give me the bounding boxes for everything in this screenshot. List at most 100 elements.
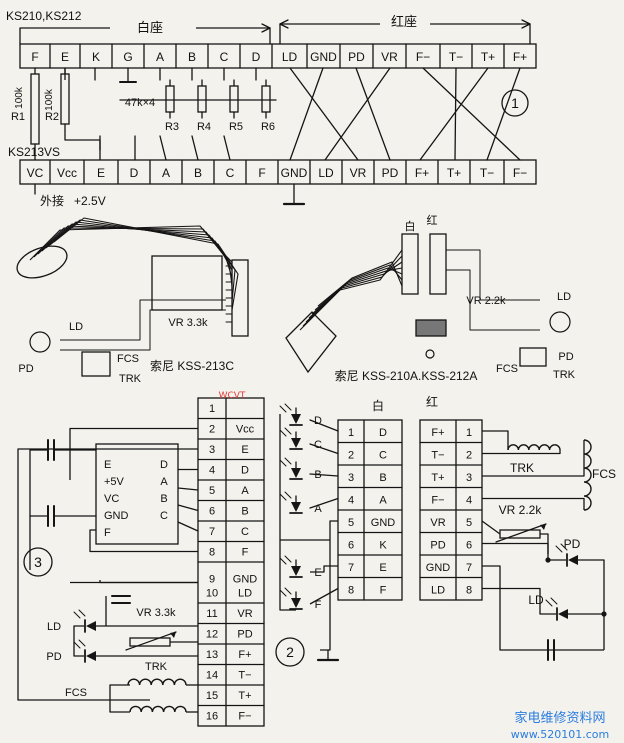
photodiode-c-icon [279, 427, 303, 450]
r5-label: R5 [229, 121, 243, 133]
diode-triangle [558, 609, 568, 619]
flex-ribbon-trace [41, 223, 233, 287]
diode-triangle [291, 414, 301, 424]
wire [481, 520, 501, 535]
pin-bottom-9: LD [318, 166, 334, 180]
photodiode-label-3: A [314, 503, 322, 515]
ld-label-right: LD [557, 291, 571, 303]
r1-label: R1 [11, 111, 25, 123]
cross-wire [355, 67, 391, 161]
pin-mark: WCVT [219, 391, 246, 401]
wire [309, 473, 339, 477]
r2-value: 100k [44, 88, 55, 111]
red-seat-label: 红座 [391, 14, 417, 29]
red-pin-number-2: 2 [466, 450, 472, 462]
vr-arrowhead [540, 524, 546, 530]
pin-number-10: 10 [206, 588, 218, 600]
external-voltage: +2.5V [74, 194, 106, 208]
fcs-label-left: FCS [117, 353, 139, 365]
wire [60, 299, 226, 341]
pin-bottom-15: F− [513, 166, 527, 180]
fcs-coil [129, 705, 187, 713]
cross-wire [419, 67, 489, 161]
light-ray-icon [73, 611, 81, 619]
red-pin-number-4: 4 [466, 495, 472, 507]
wire [482, 450, 561, 455]
pin-top-9: GND [310, 50, 337, 64]
cross-wire [454, 67, 457, 161]
red-seat-bracket [279, 23, 380, 44]
red-pin-label-7: GND [426, 562, 451, 574]
pin-bottom-13: T+ [447, 166, 461, 180]
pin-label-9: GND [233, 574, 258, 586]
pin-label-3: E [241, 444, 248, 456]
ld-diode-icon [73, 609, 96, 633]
red-pin-label-3: T+ [431, 472, 444, 484]
arrow-tip [521, 23, 531, 29]
pin-label-16: F− [238, 711, 251, 723]
light-ray-icon [284, 587, 292, 595]
pin-top-2: K [92, 50, 100, 64]
light-ray-icon [284, 403, 292, 411]
wire [482, 430, 509, 450]
wire [17, 448, 198, 701]
white-pin-number-5: 5 [348, 517, 354, 529]
resistor-r4 [197, 85, 207, 113]
white-pin-number-7: 7 [348, 562, 354, 574]
junction-dot [545, 557, 551, 563]
wire [482, 587, 556, 615]
pin-bottom-1: Vcc [57, 166, 77, 180]
red-pin-label-6: PD [430, 540, 445, 552]
ld-lens [29, 331, 51, 353]
diode-triangle [291, 598, 301, 608]
wire [320, 540, 331, 651]
light-ray-icon [73, 641, 81, 649]
pd-diode-icon [73, 639, 96, 663]
ld-label-left: LD [69, 321, 83, 333]
watermark-cn: 家电维修资料网 [514, 710, 605, 726]
vr-arrow [125, 631, 177, 651]
wire [309, 419, 339, 432]
light-ray-icon [550, 597, 558, 605]
model-label-ks213vs: KS213VS [8, 145, 60, 159]
pin-top-12: F− [416, 50, 430, 64]
vr-arrowhead [170, 632, 176, 638]
pin-number-9: 9 [209, 574, 215, 586]
photodiode-e-icon [279, 555, 303, 578]
section-2-number: 2 [286, 644, 294, 660]
vr-label-right: VR 2.2k [466, 295, 506, 307]
wire [310, 565, 338, 573]
pin-top-15: F+ [513, 50, 527, 64]
r4-label: R4 [197, 121, 211, 133]
ic-pin-left-4: F [104, 527, 111, 539]
red-label-2: 红 [426, 394, 438, 409]
ic-pin-left-3: GND [104, 510, 129, 522]
white-pin-label-3: B [379, 472, 386, 484]
pin-top-8: LD [282, 50, 298, 64]
resistor-r1 [30, 73, 40, 145]
pin-bottom-3: D [130, 166, 139, 180]
pin-number-4: 4 [209, 465, 215, 477]
coil-block [81, 351, 111, 377]
pd-diode-2-icon [555, 543, 578, 567]
flex-ribbon-trace [299, 249, 403, 331]
trk-label-3: TRK [145, 661, 168, 673]
pickup-board [151, 255, 223, 311]
light-ray-icon [279, 557, 287, 565]
resistor-r2 [60, 73, 70, 125]
white-seat-bracket [196, 27, 271, 44]
pin-label-15: T+ [238, 690, 251, 702]
wire [446, 249, 540, 301]
section-3-marker [23, 547, 53, 577]
red-pin-label-4: F− [431, 495, 444, 507]
pin-number-5: 5 [209, 485, 215, 497]
pin-number-2: 2 [209, 424, 215, 436]
photodiode-a-icon [279, 491, 303, 514]
pd-label-right: PD [558, 351, 573, 363]
photodiode-label-1: C [314, 439, 322, 451]
vr-2k2 [499, 529, 541, 539]
fcs-label-right: FCS [496, 363, 518, 375]
pin-number-7: 7 [209, 526, 215, 538]
pin-bottom-7: F [258, 166, 265, 180]
